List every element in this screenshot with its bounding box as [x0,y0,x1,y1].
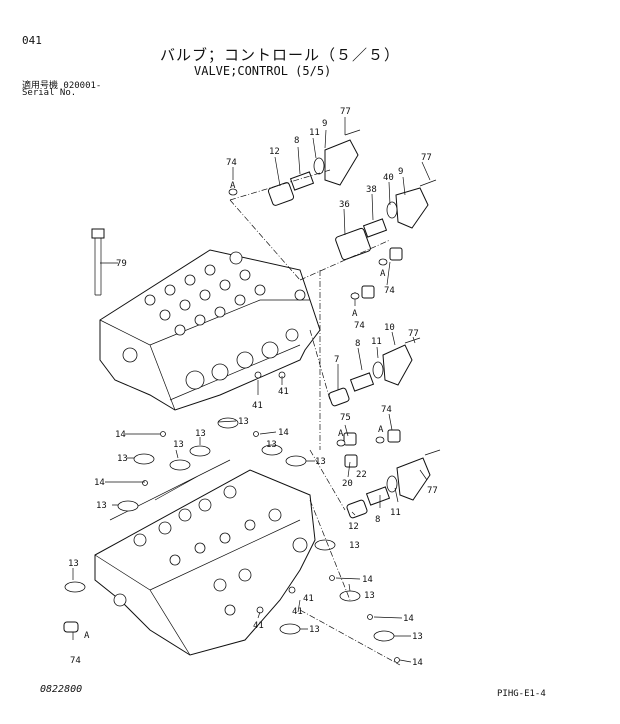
page-number: 041 [22,34,42,47]
o-ring-seals [64,371,400,663]
long-bolt [91,228,105,296]
small-pins [63,188,388,633]
callout-13: 13 [96,501,107,511]
figure-code: 0822800 [40,684,83,695]
callout-a: A [84,631,90,641]
callout-14: 14 [412,658,423,668]
callout-13: 13 [309,625,320,635]
callout-a: A [338,429,344,439]
callout-leaders [72,117,431,663]
callout-labels: 77 9 11 8 12 74 A 77 9 40 38 36 79 A 74 … [68,107,438,668]
callout-12: 12 [269,147,280,157]
serial-label: Serial No. [22,88,77,98]
upper-spool-assembly [267,129,441,519]
callout-a: A [352,309,358,319]
callout-22: 22 [356,470,367,480]
callout-a: A [378,425,384,435]
callout-13: 13 [364,591,375,601]
callout-74: 74 [226,158,237,168]
callout-77: 77 [340,107,351,117]
callout-75: 75 [340,413,351,423]
callout-7: 7 [334,355,339,365]
callout-12: 12 [348,522,359,532]
page-title-japanese: バルブ；コントロール（５／５） [160,46,401,64]
callout-77: 77 [427,486,438,496]
callout-14: 14 [94,478,105,488]
callout-8: 8 [355,339,360,349]
callout-11: 11 [371,337,382,347]
callout-13: 13 [238,417,249,427]
callout-13: 13 [349,541,360,551]
callout-38: 38 [366,185,377,195]
serial-label-japanese: 適用号機 020001- [22,81,102,91]
callout-10: 10 [384,323,395,333]
page-title: VALVE;CONTROL (5/5) [194,64,332,78]
callout-a: A [230,181,236,191]
callout-11: 11 [309,128,320,138]
callout-13: 13 [412,632,423,642]
page-code: PIHG-E1-4 [497,689,546,699]
callout-74: 74 [384,286,395,296]
callout-14: 14 [115,430,126,440]
callout-14: 14 [278,428,289,438]
callout-74: 74 [70,656,81,666]
callout-74: 74 [354,321,365,331]
callout-79: 79 [116,259,127,269]
upper-valve-housing [99,249,321,411]
callout-20: 20 [342,479,353,489]
callout-8: 8 [375,515,380,525]
callout-74: 74 [381,405,392,415]
callout-11: 11 [390,508,401,518]
callout-77: 77 [421,153,432,163]
callout-41: 41 [278,387,289,397]
callout-13: 13 [266,440,277,450]
callout-14: 14 [362,575,373,585]
callout-8: 8 [294,136,299,146]
callout-13: 13 [68,559,79,569]
callout-41: 41 [292,607,303,617]
callout-13: 13 [173,440,184,450]
callout-13: 13 [117,454,128,464]
callout-41: 41 [303,594,314,604]
callout-9: 9 [322,119,327,129]
callout-9: 9 [398,167,403,177]
callout-13: 13 [315,457,326,467]
callout-40: 40 [383,173,394,183]
callout-13: 13 [195,429,206,439]
callout-36: 36 [339,200,350,210]
callout-41: 41 [252,401,263,411]
callout-41: 41 [253,621,264,631]
callout-77: 77 [408,329,419,339]
callout-14: 14 [403,614,414,624]
callout-a: A [380,269,386,279]
